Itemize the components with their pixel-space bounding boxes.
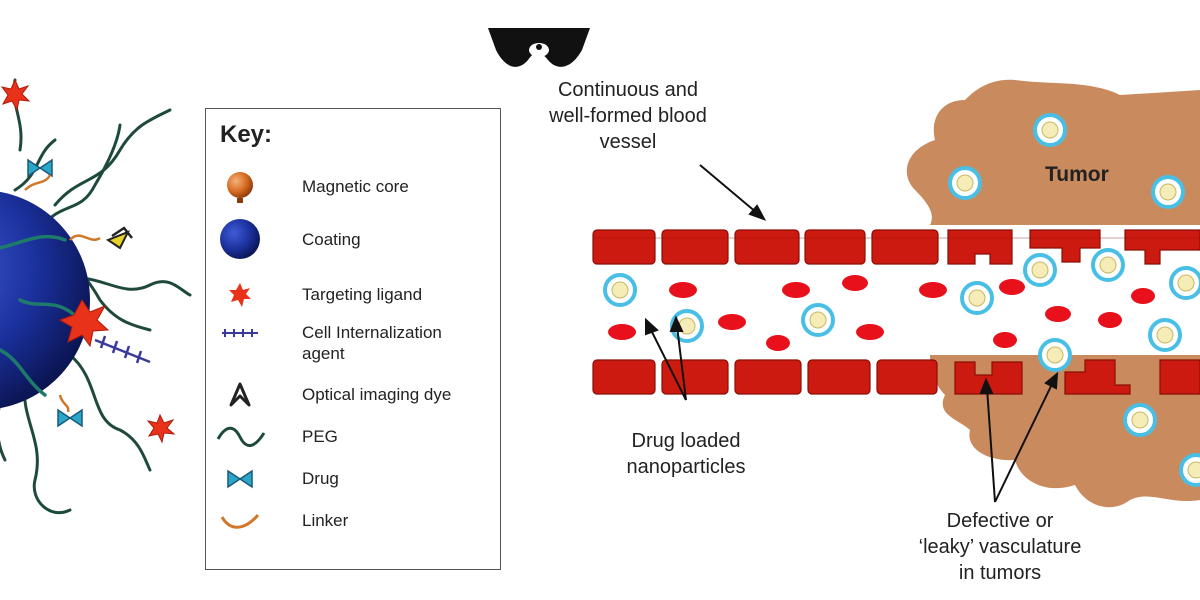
- targeting-ligand-icon: [229, 283, 251, 307]
- red-blood-cell: [993, 332, 1017, 348]
- red-blood-cell: [1098, 312, 1122, 328]
- red-blood-cell: [766, 335, 790, 351]
- red-blood-cell: [608, 324, 636, 340]
- key-row-internalization-agent: Cell Internalization agent: [206, 319, 496, 365]
- annotation-arrows: [645, 164, 1059, 503]
- key-label: PEG: [302, 427, 338, 446]
- nanoparticle: [1148, 318, 1182, 352]
- targeting-ligand-icon: [58, 299, 110, 348]
- nanoparticle: [1033, 113, 1067, 147]
- red-blood-cell: [1045, 306, 1071, 322]
- key-label: Cell Internalization agent: [302, 323, 442, 363]
- imaging-dye-icon: [105, 226, 133, 250]
- key-row-coating: Coating: [206, 217, 496, 261]
- key-label: Magnetic core: [302, 177, 409, 196]
- key-row-peg: PEG: [206, 417, 496, 457]
- key-row-imaging-dye: Optical imaging dye: [206, 375, 496, 415]
- red-blood-cell: [842, 275, 868, 291]
- nanoparticle-illustration: [0, 78, 192, 515]
- annotation-leaky-vasculature: Defective or ‘leaky’ vasculature in tumo…: [918, 510, 1082, 584]
- key-label: Drug: [302, 469, 339, 488]
- nanoparticle: [1038, 338, 1072, 372]
- key-row-drug: Drug: [206, 459, 496, 499]
- nanoparticle: [603, 273, 637, 307]
- nanoparticle: [801, 303, 835, 337]
- nanoparticle: [670, 309, 704, 343]
- red-blood-cell: [669, 282, 697, 298]
- red-blood-cell: [718, 314, 746, 330]
- key-row-targeting-ligand: Targeting ligand: [206, 275, 496, 315]
- targeting-ligand-icon: [0, 78, 176, 444]
- red-blood-cell: [999, 279, 1025, 295]
- coating-sphere-icon: [220, 219, 260, 259]
- red-blood-cells: [608, 275, 1155, 351]
- red-blood-cell: [919, 282, 947, 298]
- nanoparticle: [1023, 253, 1057, 287]
- imaging-dye-icon: [229, 382, 251, 407]
- internalization-agent-icon: [222, 329, 258, 337]
- peg-chain-icon: [0, 234, 82, 397]
- key-label: Coating: [302, 230, 361, 249]
- drug-bowtie-icon: [27, 158, 83, 428]
- annotation-vessel: Continuous and well-formed blood vessel: [549, 79, 707, 153]
- red-blood-cell: [782, 282, 810, 298]
- key-row-linker: Linker: [206, 501, 496, 541]
- key-label: Optical imaging dye: [302, 385, 452, 404]
- key-title: Key:: [220, 121, 273, 148]
- tumor-label: Tumor: [1045, 163, 1109, 186]
- key-label: Linker: [302, 511, 349, 530]
- nanoparticle: [1123, 403, 1157, 437]
- magnetic-core-icon: [227, 172, 253, 203]
- nanoparticle: [1151, 175, 1185, 209]
- nanoparticle: [1091, 248, 1125, 282]
- drug-loaded-nanoparticles: [603, 113, 1200, 487]
- coating-sphere: [0, 191, 90, 409]
- linker-icon: [24, 174, 101, 413]
- nanoparticle: [1179, 453, 1200, 487]
- nanoparticle: [960, 281, 994, 315]
- internalization-agent-icon: [94, 335, 151, 364]
- key-row-magnetic-core: Magnetic core: [206, 167, 496, 207]
- cropped-graphic-fragment: [488, 28, 590, 67]
- drug-bowtie-icon: [227, 469, 253, 489]
- vessel-lower-wall: [592, 359, 1200, 395]
- red-blood-cell: [1131, 288, 1155, 304]
- nanoparticle: [1169, 266, 1200, 300]
- key-label: Targeting ligand: [302, 285, 423, 304]
- key-legend: Key: Magnetic core Coating Targeting lig…: [205, 108, 501, 570]
- red-blood-cell: [856, 324, 884, 340]
- linker-icon: [220, 513, 260, 529]
- annotation-nanoparticles: Drug loaded nanoparticles: [626, 430, 746, 478]
- nanoparticle: [948, 166, 982, 200]
- peg-chain-icon: [216, 426, 266, 447]
- tumor-vessel-illustration: [592, 79, 1200, 508]
